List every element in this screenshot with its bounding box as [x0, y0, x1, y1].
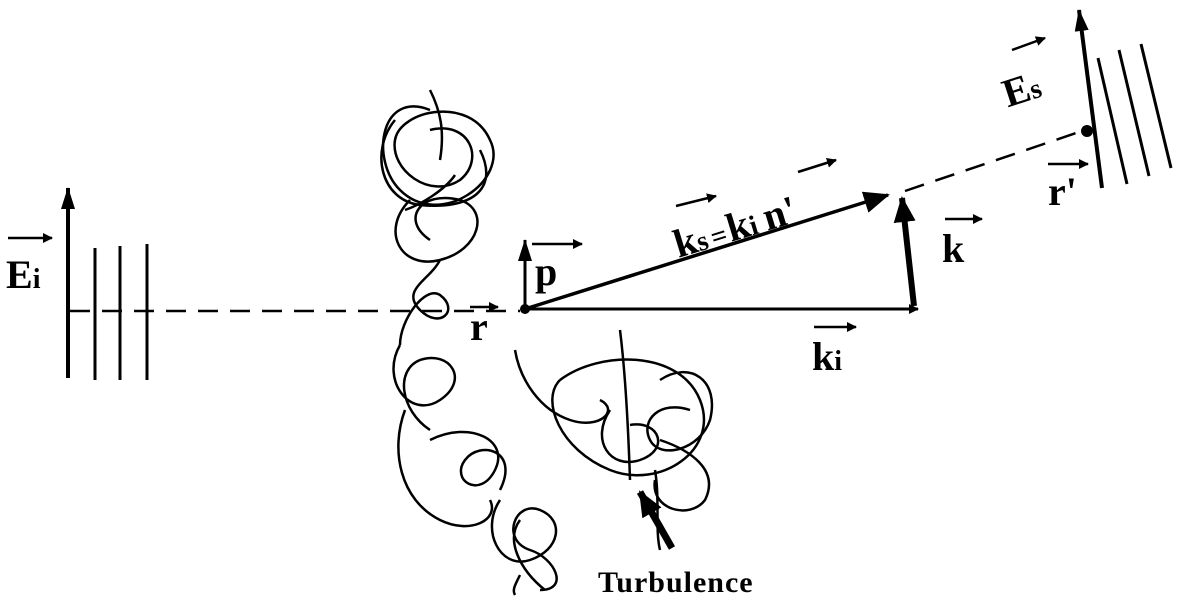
label-r-prime: r' [1048, 169, 1077, 214]
scattered-wave [1074, 9, 1173, 189]
label-ki: ki [812, 334, 842, 379]
label-overarrows [8, 36, 1089, 332]
label-p: p [535, 249, 557, 294]
scattered-wavefront-2 [1117, 49, 1151, 177]
incident-wave [61, 187, 149, 380]
turbulence-pointer-arrow [636, 490, 676, 550]
label-Es: Es [997, 62, 1047, 116]
turbulence-eddies [380, 89, 714, 596]
scattering-point [520, 304, 530, 314]
scattered-field-arrow [1074, 9, 1104, 189]
ks-vector [524, 191, 890, 311]
label-k: k [942, 226, 965, 271]
label-r: r [470, 304, 488, 349]
scattered-wavefront-1 [1096, 57, 1129, 185]
scattered-wavefront-3 [1139, 43, 1173, 169]
k-vector [893, 196, 917, 307]
label-ks-equation: ks=kin' [668, 187, 802, 267]
label-turbulence: Turbulence [598, 566, 754, 599]
observation-point [1081, 125, 1093, 137]
label-Ei: Ei [6, 252, 41, 297]
